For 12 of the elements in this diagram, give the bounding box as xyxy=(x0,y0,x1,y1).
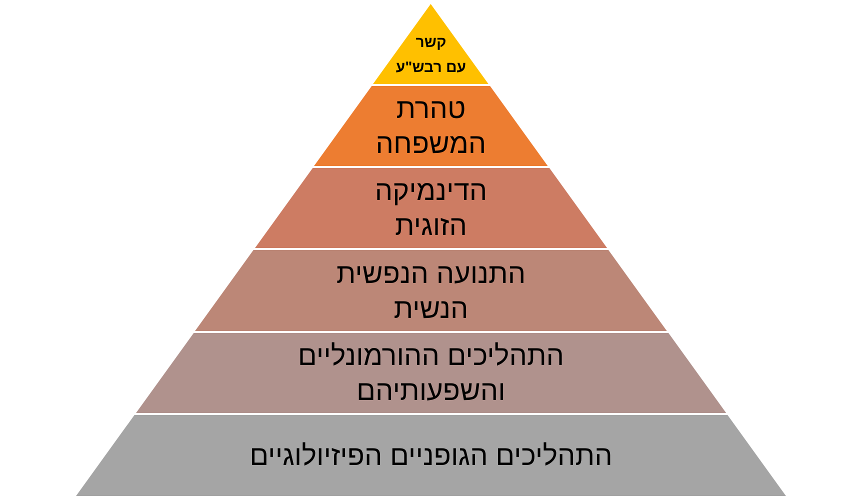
tier-label: הדינמיקה הזוגית xyxy=(374,174,488,243)
pyramid-apex xyxy=(373,4,489,84)
pyramid-tier xyxy=(314,86,548,166)
pyramid-tier xyxy=(136,333,726,413)
tier-label: קשר עם רבש"ע xyxy=(394,33,468,78)
pyramid-tier xyxy=(76,415,786,496)
tier-label: טהרת המשפחה xyxy=(374,92,488,161)
pyramid-tier xyxy=(195,250,667,331)
tier-label: התהליכים הגופניים הפיזיולוגיים xyxy=(250,439,612,473)
pyramid-tier xyxy=(254,168,608,248)
tier-label: התנועה הנפשית הנשית xyxy=(335,256,527,326)
tier-label: התהליכים ההורמונליים והשפעותיהם xyxy=(296,339,566,408)
